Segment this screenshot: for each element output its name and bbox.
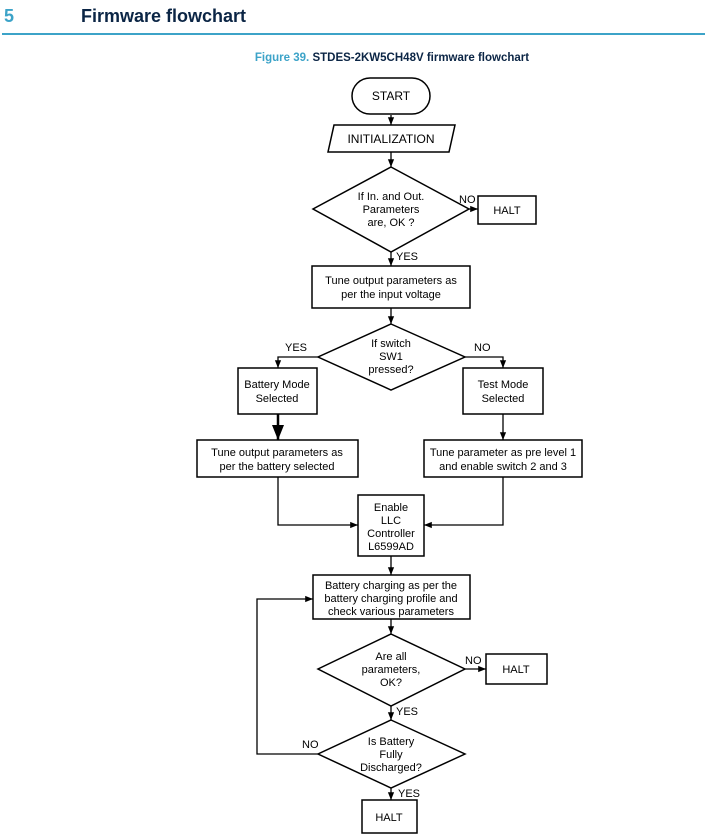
flow-connectors bbox=[256, 115, 507, 800]
halt2-label: HALT bbox=[502, 664, 530, 676]
test-mode-line2: Selected bbox=[482, 393, 525, 405]
enable-llc-line1: Enable bbox=[374, 502, 408, 514]
figure-label: Figure 39. bbox=[254, 52, 310, 64]
flow-shapes bbox=[196, 77, 583, 834]
no4-label: NO bbox=[302, 739, 319, 751]
no1-label: NO bbox=[459, 194, 476, 206]
arrow-decision4-loop bbox=[256, 595, 318, 755]
decision4-line3: Discharged? bbox=[360, 762, 422, 774]
halt3-box bbox=[361, 799, 418, 834]
decision2-line2: SW1 bbox=[379, 351, 403, 363]
figure-caption: Figure 39. STDES-2KW5CH48V firmware flow… bbox=[0, 52, 709, 64]
decision3-line2: parameters, bbox=[362, 664, 421, 676]
decision2-line3: pressed? bbox=[368, 364, 413, 376]
battery-mode-line1: Battery Mode bbox=[244, 379, 309, 391]
battery-mode-line2: Selected bbox=[256, 393, 299, 405]
yes1-label: YES bbox=[396, 251, 418, 263]
charging-line1: Battery charging as per the bbox=[325, 580, 457, 592]
decision4-line1: Is Battery bbox=[368, 736, 415, 748]
header-rule bbox=[2, 33, 705, 35]
halt1-box bbox=[477, 195, 537, 225]
tune-battery-box bbox=[196, 439, 359, 478]
test-mode-line1: Test Mode bbox=[478, 379, 529, 391]
battery-mode-box bbox=[237, 367, 318, 415]
arrow-tunelevel-llc bbox=[424, 477, 504, 529]
start-label: START bbox=[372, 89, 411, 103]
tune-battery-line2: per the battery selected bbox=[220, 461, 335, 473]
init-parallelogram bbox=[327, 124, 456, 153]
section-number: 5 bbox=[4, 6, 15, 26]
start-terminal bbox=[351, 77, 431, 115]
charging-line2: battery charging profile and bbox=[324, 593, 457, 605]
decision2-diamond bbox=[316, 323, 467, 391]
decision3-diamond bbox=[316, 633, 467, 707]
no2-label: NO bbox=[474, 342, 491, 354]
decision1-line2: Parameters bbox=[363, 204, 420, 216]
tune-output-box bbox=[311, 265, 471, 309]
figure-title: STDES-2KW5CH48V firmware flowchart bbox=[312, 52, 530, 64]
yes3-label: YES bbox=[396, 706, 418, 718]
yes2-label: YES bbox=[285, 342, 307, 354]
tune-output-line1: Tune output parameters as bbox=[325, 275, 457, 287]
enable-llc-line2: LLC bbox=[381, 515, 401, 527]
section-header: 5 Firmware flowchart bbox=[0, 0, 709, 36]
halt3-label: HALT bbox=[375, 812, 403, 824]
decision1-line1: If In. and Out. bbox=[358, 191, 425, 203]
decision1-diamond bbox=[311, 166, 471, 253]
yes4-label: YES bbox=[398, 788, 420, 800]
decision4-diamond bbox=[316, 719, 467, 789]
enable-llc-line3: Controller bbox=[367, 528, 415, 540]
arrow-decision2-battery bbox=[274, 356, 318, 368]
halt1-label: HALT bbox=[493, 205, 521, 217]
charging-box bbox=[312, 574, 471, 620]
tune-output-line2: per the input voltage bbox=[341, 289, 441, 301]
test-mode-box bbox=[462, 367, 544, 415]
decision3-line1: Are all bbox=[375, 651, 406, 663]
init-label: INITIALIZATION bbox=[347, 132, 434, 146]
decision1-line3: are, OK ? bbox=[367, 217, 414, 229]
arrow-tunebattery-llc bbox=[277, 477, 358, 529]
tune-level-line1: Tune parameter as pre level 1 bbox=[430, 447, 576, 459]
enable-llc-box bbox=[357, 494, 425, 557]
arrow-decision2-test bbox=[465, 356, 507, 368]
charging-line3: check various parameters bbox=[328, 606, 454, 618]
tune-level-line2: and enable switch 2 and 3 bbox=[439, 461, 567, 473]
tune-level-box bbox=[423, 439, 583, 478]
enable-llc-line4: L6599AD bbox=[368, 541, 414, 553]
tune-battery-line1: Tune output parameters as bbox=[211, 447, 343, 459]
decision3-line3: OK? bbox=[380, 677, 402, 689]
section-title: Firmware flowchart bbox=[81, 6, 247, 26]
decision4-line2: Fully bbox=[379, 749, 403, 761]
decision2-line1: If switch bbox=[371, 338, 411, 350]
no3-label: NO bbox=[465, 655, 482, 667]
halt2-box bbox=[485, 653, 548, 685]
